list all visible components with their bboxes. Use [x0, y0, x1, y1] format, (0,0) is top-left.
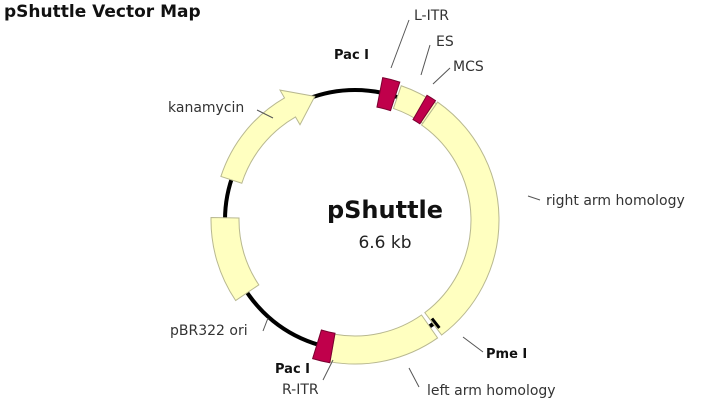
left-arm-homology-segment — [329, 314, 439, 365]
pbr322-ori-segment — [210, 216, 260, 302]
plasmid-name: pShuttle — [327, 196, 443, 224]
es-leader — [420, 44, 431, 76]
kanamycin-label: kanamycin — [168, 100, 244, 116]
pme1-leader — [462, 336, 484, 353]
pbr322-ori-label: pBR322 ori — [170, 323, 248, 339]
l-itr-label: L-ITR — [414, 8, 449, 24]
plasmid-size: 6.6 kb — [358, 233, 411, 253]
kanamycin-arrow — [220, 89, 316, 184]
mcs-segment — [412, 94, 437, 125]
left-arm-leader — [408, 367, 420, 388]
pme1-label: Pme I — [486, 347, 527, 362]
pbr322-ori-leader — [262, 317, 269, 332]
l-itr-segment — [376, 77, 401, 112]
pac1-top-label: Pac I — [334, 48, 369, 63]
r-itr-label: R-ITR — [282, 382, 319, 398]
pac1-bottom-label: Pac I — [275, 362, 310, 377]
r-itr-segment — [311, 329, 336, 364]
pme1-site-tick — [430, 317, 441, 329]
right-arm-leader — [527, 195, 541, 201]
right-arm-label: right arm homology — [546, 193, 685, 209]
es-label: ES — [436, 34, 454, 50]
left-arm-label: left arm homology — [427, 383, 556, 399]
right-arm-homology-segment — [420, 101, 500, 336]
l-itr-leader — [390, 19, 410, 69]
page-title: pShuttle Vector Map — [4, 2, 201, 22]
kanamycin-leader — [256, 109, 274, 119]
mcs-label: MCS — [453, 59, 484, 75]
r-itr-leader — [322, 359, 334, 381]
mcs-leader — [432, 67, 451, 85]
